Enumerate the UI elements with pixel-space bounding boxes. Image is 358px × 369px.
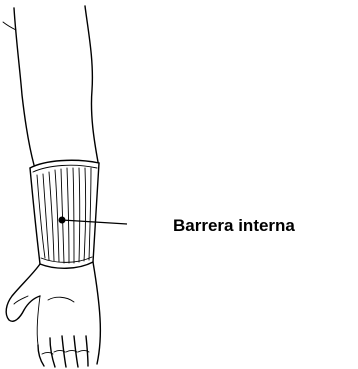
arm-outline: [3, 6, 98, 165]
inner-barrier-sleeve: [30, 160, 99, 268]
hand-outline: [6, 262, 100, 367]
callout: Barrera interna: [59, 216, 296, 235]
callout-label: Barrera interna: [173, 216, 295, 235]
callout-leader-line: [62, 220, 127, 224]
